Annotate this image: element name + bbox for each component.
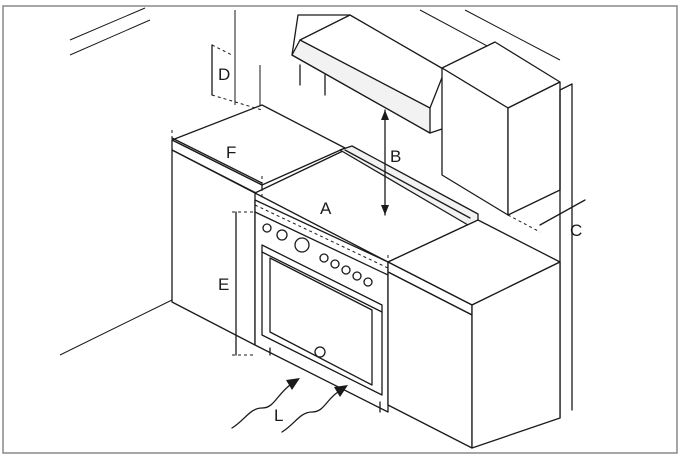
knob-7: [352, 271, 362, 281]
countertop-right: [387, 219, 561, 316]
oven-window: [269, 257, 373, 386]
wall-lines: [59, 7, 561, 356]
dimension-lines: [171, 44, 586, 356]
label-c: C: [570, 221, 582, 240]
knob-4: [319, 253, 329, 263]
frame-border: [2, 5, 678, 454]
knob-3: [294, 237, 310, 253]
label-b: B: [390, 147, 401, 166]
airflow-arrows: [231, 378, 348, 433]
knob-2: [276, 229, 288, 241]
knob-1: [262, 223, 272, 233]
knob-5: [330, 259, 340, 269]
door-knob: [314, 346, 326, 358]
label-d: D: [218, 65, 230, 84]
range-hood: [291, 14, 446, 134]
oven-handle: [261, 251, 383, 313]
cabinet-right: [387, 261, 561, 449]
knob-8: [363, 277, 373, 287]
wall-cabinet: [441, 41, 573, 419]
label-l: L: [274, 406, 283, 425]
label-a: A: [320, 199, 332, 218]
range-front: [254, 199, 389, 413]
label-f: F: [226, 143, 236, 162]
label-e: E: [218, 275, 229, 294]
knob-6: [341, 265, 351, 275]
